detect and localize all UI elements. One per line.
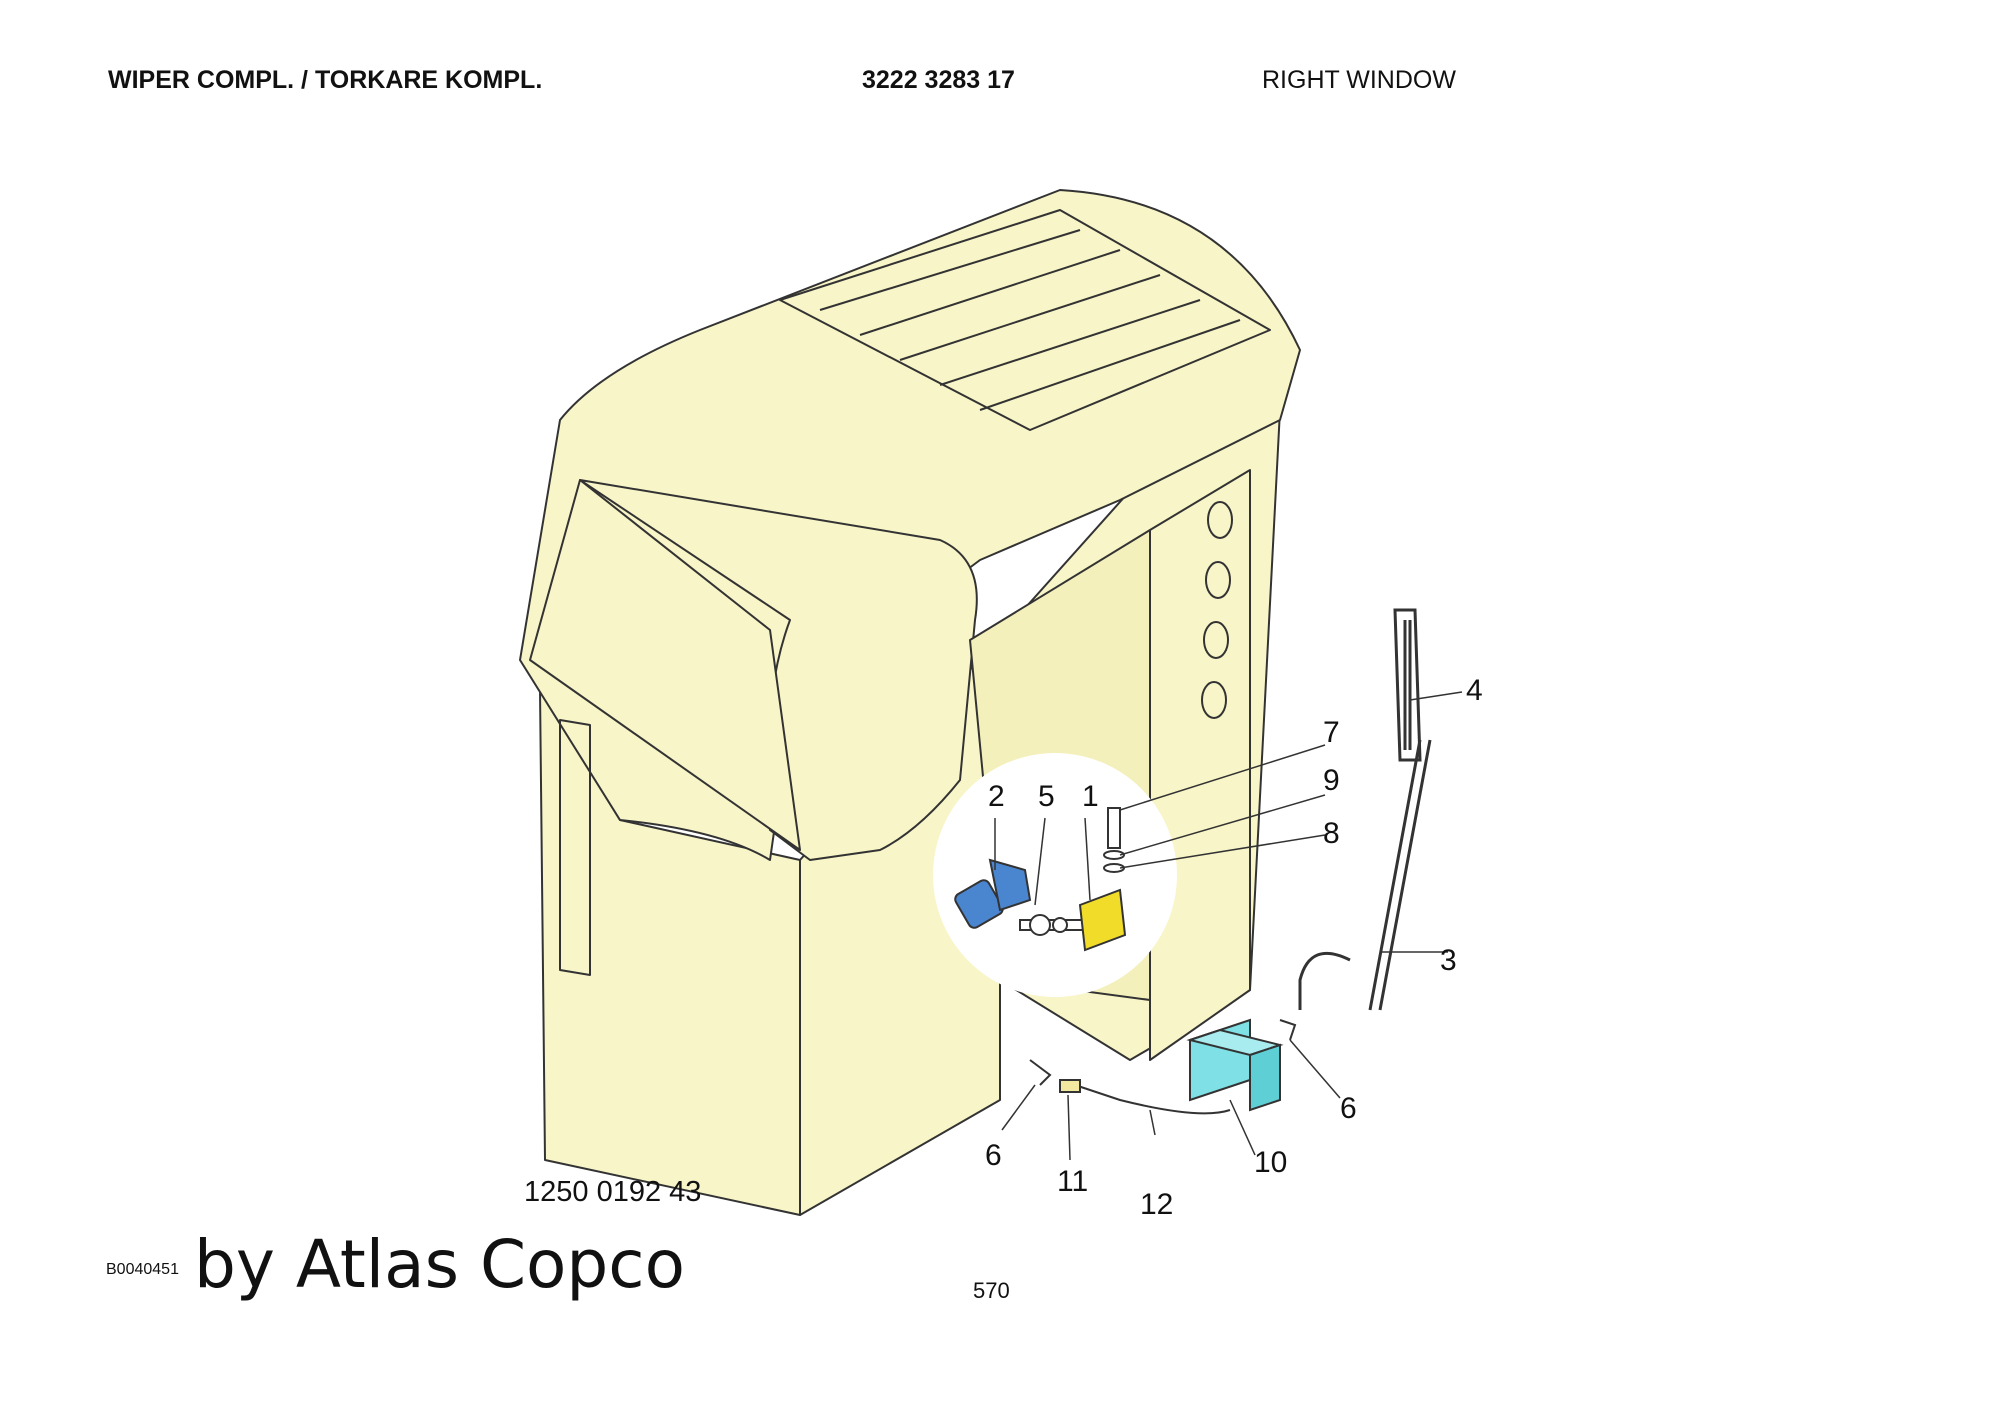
diagram-title: WIPER COMPL. / TORKARE KOMPL. bbox=[108, 66, 543, 94]
cabin-left-strip bbox=[559, 719, 591, 976]
position-label: RIGHT WINDOW bbox=[1262, 66, 1456, 94]
callout-labels: 1 2 3 4 5 6 6 7 8 9 10 11 12 bbox=[985, 674, 1483, 1221]
callout-8: 8 bbox=[1323, 817, 1340, 850]
callout-12: 12 bbox=[1140, 1188, 1173, 1221]
callout-10: 10 bbox=[1254, 1146, 1287, 1179]
page-number: 570 bbox=[973, 1278, 1010, 1303]
callout-2: 2 bbox=[988, 780, 1005, 813]
drawing-number: 1250 0192 43 bbox=[524, 1176, 702, 1208]
wiper-blade-ribs bbox=[1403, 620, 1412, 750]
cabin-side-panel bbox=[529, 479, 801, 851]
callout-9: 9 bbox=[1323, 764, 1340, 797]
callout-11: 11 bbox=[1057, 1165, 1088, 1198]
callout-5: 5 bbox=[1038, 780, 1055, 813]
right-pillar bbox=[1149, 469, 1251, 1061]
wiper-assembly bbox=[1298, 608, 1432, 1011]
part-number: 3222 3283 17 bbox=[862, 66, 1015, 94]
roof-rack bbox=[779, 209, 1271, 431]
wiper-motor bbox=[954, 858, 1032, 929]
callout-6-left: 6 bbox=[985, 1139, 1002, 1172]
wiper-blade bbox=[1393, 608, 1422, 762]
callout-6-right: 6 bbox=[1340, 1092, 1357, 1125]
bolt-washers bbox=[1103, 807, 1125, 873]
image-code: B0040451 bbox=[106, 1261, 179, 1278]
detail-inset-circle bbox=[933, 753, 1177, 997]
wiper-arm bbox=[1368, 739, 1432, 1011]
leader-lines bbox=[994, 691, 1463, 1161]
callout-7: 7 bbox=[1323, 716, 1340, 749]
callout-1: 1 bbox=[1082, 780, 1099, 813]
brand-caption: by Atlas Copco bbox=[194, 1226, 685, 1303]
mounting-bracket bbox=[1078, 888, 1127, 952]
washer-reservoir bbox=[1186, 1018, 1284, 1112]
callout-3: 3 bbox=[1440, 944, 1457, 977]
pillar-lights bbox=[1201, 501, 1233, 719]
drive-shaft bbox=[1019, 914, 1091, 936]
callout-4: 4 bbox=[1466, 674, 1483, 707]
wiper-hose bbox=[1298, 951, 1351, 1010]
cabin-drawing bbox=[519, 189, 1301, 1216]
washer-nozzles-hose bbox=[1029, 1019, 1297, 1115]
